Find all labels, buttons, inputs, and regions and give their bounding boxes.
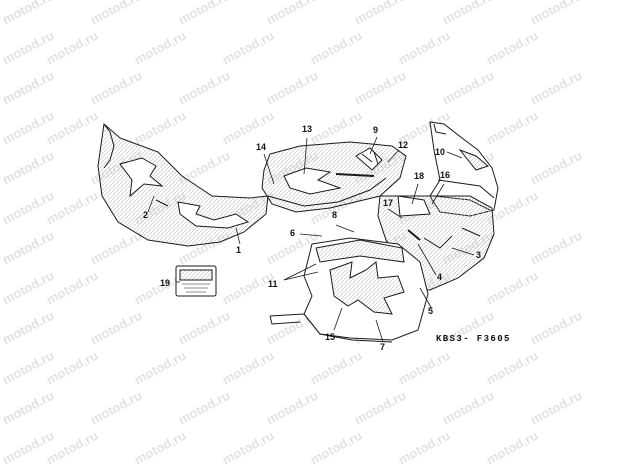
callout-8: 8: [332, 210, 338, 220]
emblem-badge-19: [175, 265, 217, 297]
callout-9: 9: [373, 125, 379, 135]
upper-cowl-decal: [429, 121, 499, 217]
callout-15: 15: [325, 332, 336, 342]
callout-3: 3: [476, 250, 482, 260]
callout-5: 5: [428, 306, 434, 316]
callout-13: 13: [302, 124, 313, 134]
callout-12: 12: [398, 140, 409, 150]
callout-10: 10: [435, 147, 446, 157]
callout-4: 4: [437, 272, 443, 282]
fuel-tank-decal: [261, 141, 407, 213]
left-side-cowl-decal: [97, 123, 269, 247]
callout-16: 16: [440, 170, 451, 180]
callout-17: 17: [383, 198, 394, 208]
diagram-code: KBS3- F3605: [436, 334, 511, 344]
lower-fairing-decal: [269, 237, 429, 343]
callout-14: 14: [256, 142, 267, 152]
callout-1: 1: [236, 245, 242, 255]
callout-6: 6: [290, 228, 296, 238]
leader-lines: [147, 136, 475, 343]
callout-11: 11: [268, 279, 278, 289]
callout-7: 7: [380, 342, 386, 352]
callout-19: 19: [160, 278, 171, 288]
callout-18: 18: [414, 171, 425, 181]
callout-2: 2: [143, 210, 149, 220]
